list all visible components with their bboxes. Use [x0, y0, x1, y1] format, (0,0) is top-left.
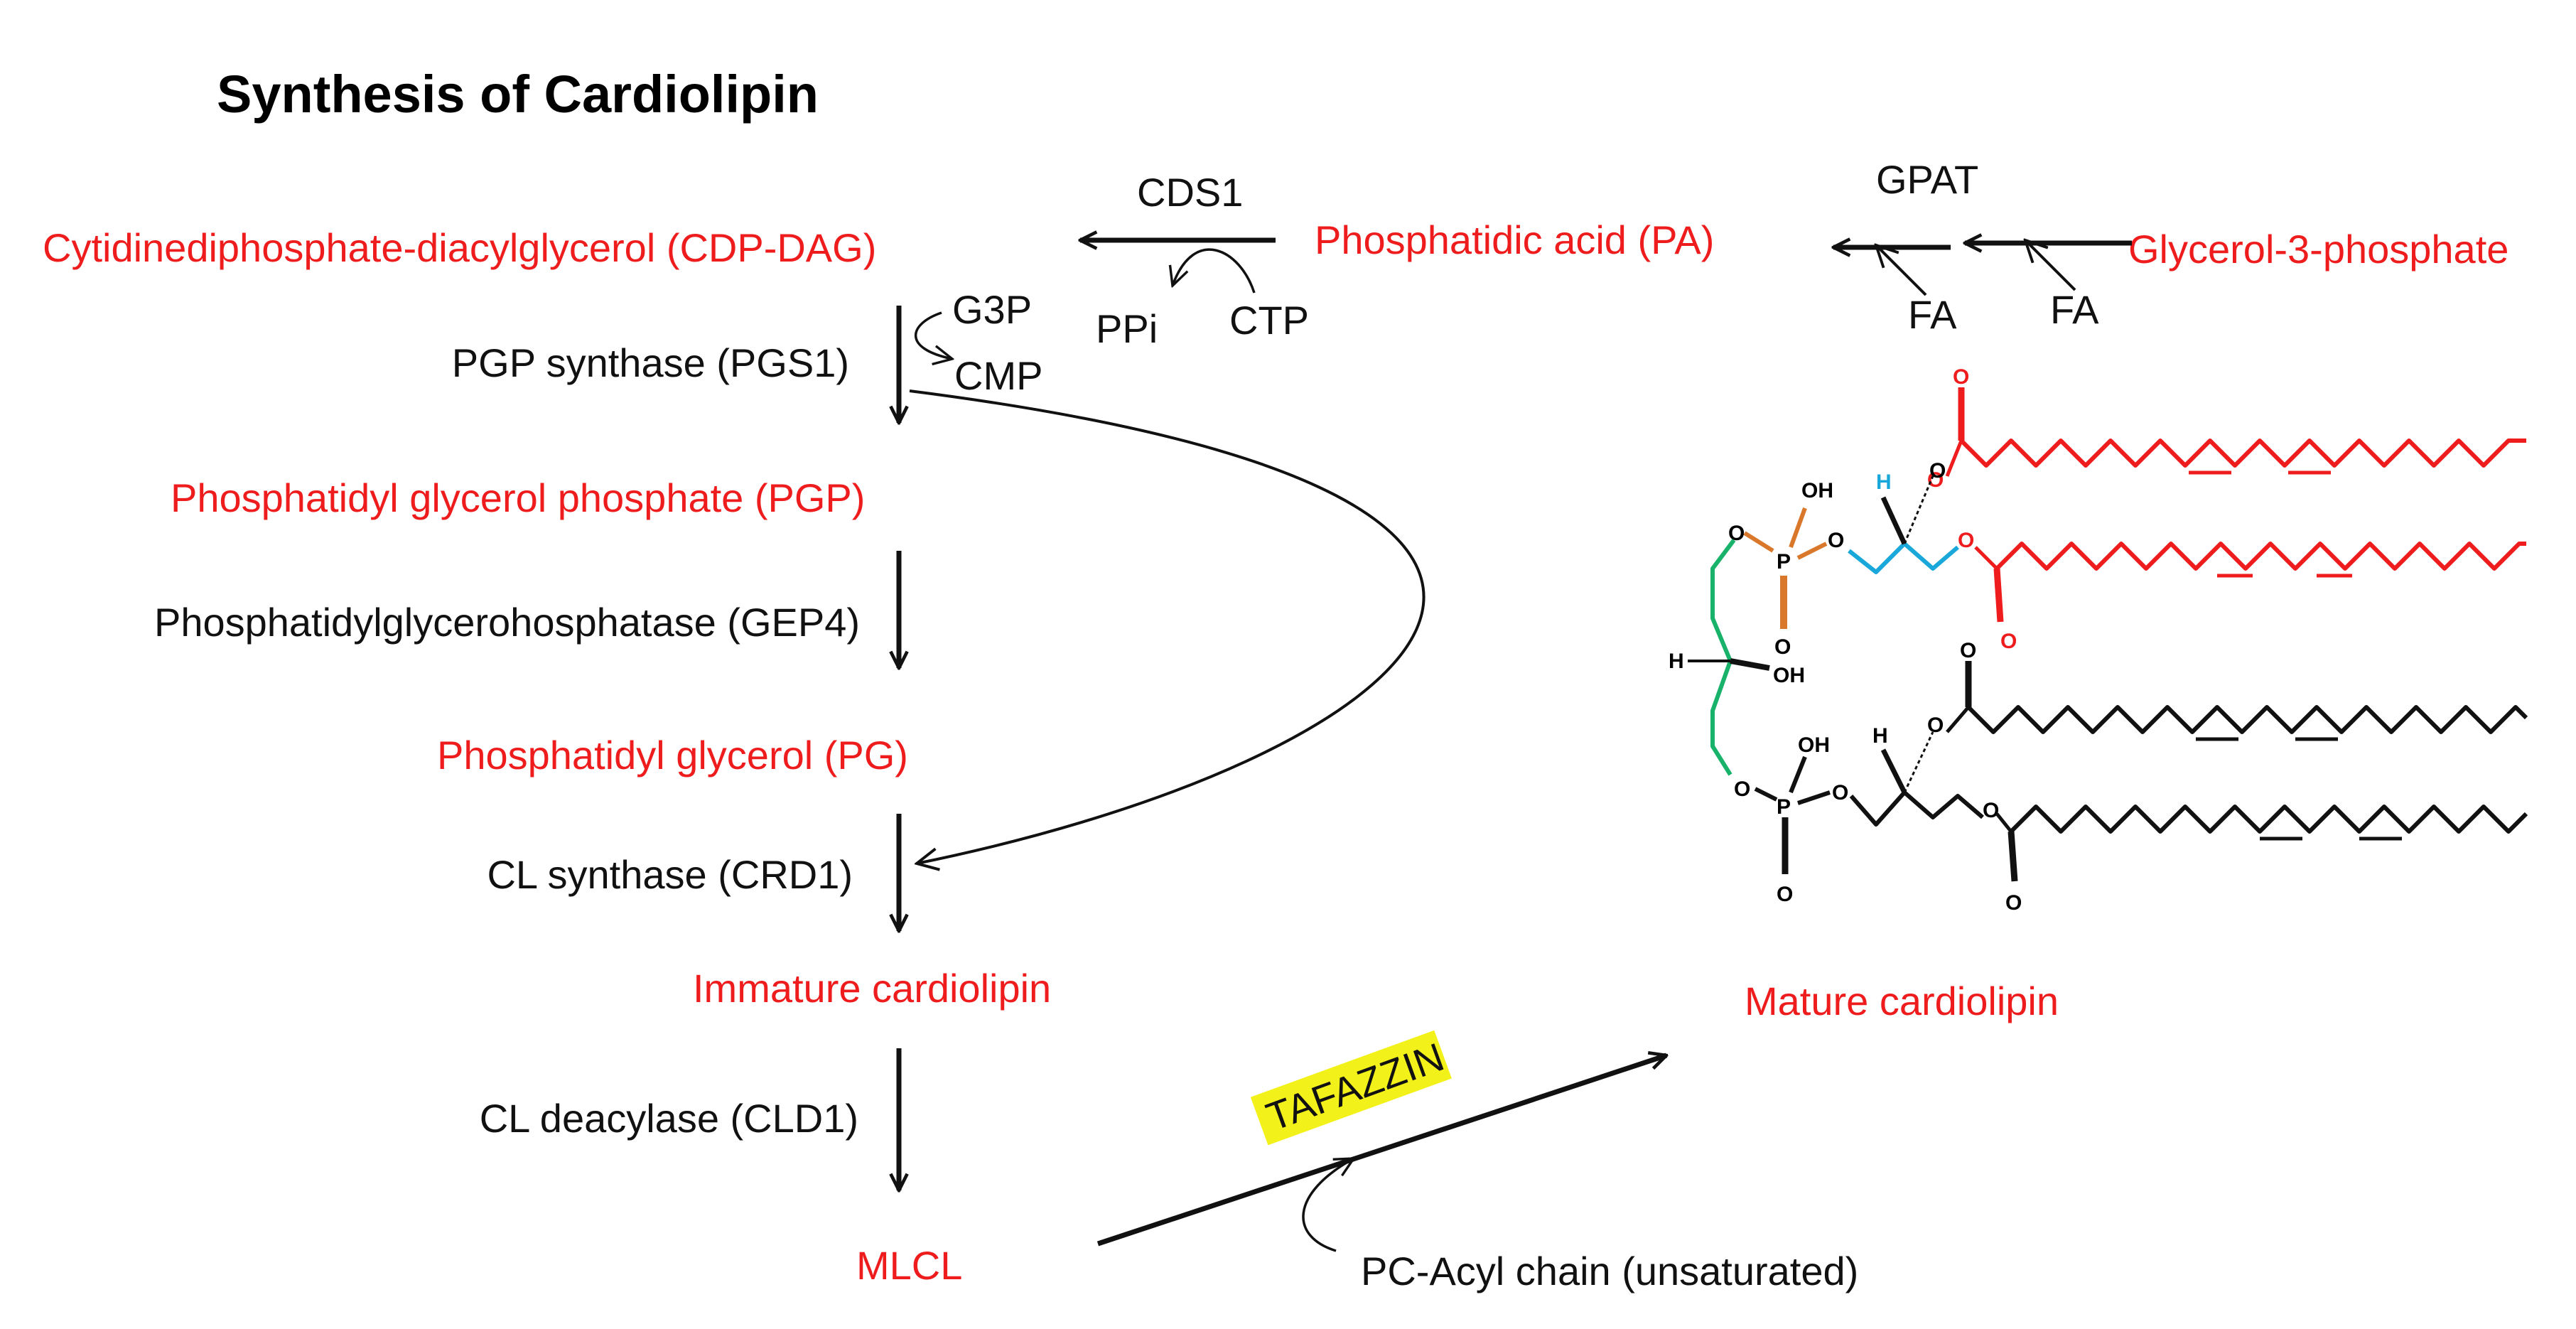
ctp-to-ppi-curve [1173, 248, 1256, 294]
cld1-label: CL deacylase (CLD1) [480, 1096, 858, 1141]
atom-o-10: O [1777, 883, 1793, 906]
tafazzin-box: TAFAZZIN [1250, 1030, 1452, 1146]
ppi-label: PPi [1096, 306, 1158, 351]
central-glycerol [1710, 539, 1736, 776]
atom-p-2: P [1777, 795, 1791, 819]
gep4-label: Phosphatidylglycerohosphatase (GEP4) [154, 600, 860, 645]
pc-acyl-curve [1302, 1158, 1354, 1252]
glycerol-backbone-2 [1849, 790, 1984, 827]
atom-oh-2: OH [1773, 664, 1805, 687]
carbonyl-2 [1993, 568, 2004, 623]
mature-cardiolipin-label: Mature cardiolipin [1745, 979, 2059, 1023]
g3p-to-cmp-curve [915, 311, 952, 359]
carbonyl-4 [2008, 831, 2018, 882]
gpat-label: GPAT [1876, 157, 1978, 202]
cdp-dag-to-crd1-curve [909, 389, 1426, 863]
atom-o-1: O [1953, 365, 1969, 389]
atom-h-1: H [1876, 470, 1892, 494]
fa-arrow-1 [1876, 245, 1927, 296]
tafazzin-arrow [1096, 1055, 1666, 1247]
cds1-label: CDS1 [1137, 170, 1243, 215]
atom-oh-1: OH [1801, 479, 1833, 502]
pgs1-label: PGP synthase (PGS1) [452, 340, 849, 385]
pgp-label: Phosphatidyl glycerol phosphate (PGP) [171, 475, 865, 520]
mlcl-label: MLCL [856, 1243, 962, 1288]
acyl-chain-2 [1995, 542, 2526, 571]
atom-h-2: H [1669, 650, 1684, 673]
crd1-label: CL synthase (CRD1) [487, 852, 853, 897]
fa-arrow-2 [2025, 240, 2076, 291]
atom-o-13: O [1983, 799, 1999, 822]
atom-o-15: O [2005, 891, 2022, 915]
cardiolipin-structure: O O O O H O O P OH O O H OH O [1669, 365, 2528, 915]
atom-o-5: O [1929, 459, 1946, 483]
ctp-label: CTP [1229, 298, 1309, 343]
atom-o-3: O [2000, 630, 2017, 653]
glycerol-backbone-1 [1848, 542, 1959, 574]
acyl-chain-1 [1959, 438, 2526, 468]
cmp-label: CMP [954, 353, 1042, 398]
atom-o-7: O [1774, 635, 1791, 659]
atom-o-6: O [1828, 529, 1844, 552]
pg-label: Phosphatidyl glycerol (PG) [437, 733, 908, 778]
immature-cardiolipin-label: Immature cardiolipin [693, 966, 1051, 1011]
atom-oh-3: OH [1798, 733, 1830, 757]
atom-o-11: O [1832, 781, 1848, 805]
atom-h-3: H [1872, 724, 1888, 748]
cdp-dag-label: Cytidinediphosphate-diacylglycerol (CDP-… [43, 225, 876, 270]
g3p-label: G3P [952, 287, 1032, 332]
acyl-chain-3 [1966, 705, 2528, 734]
acyl-chain-4 [2009, 805, 2528, 834]
atom-o-4: O [1958, 529, 1974, 552]
pc-acyl-label: PC-Acyl chain (unsaturated) [1361, 1249, 1858, 1293]
fa-label-2: FA [2050, 287, 2099, 332]
pa-label: Phosphatidic acid (PA) [1315, 217, 1714, 262]
glycerol-3-phosphate-label: Glycerol-3-phosphate [2128, 227, 2508, 271]
fa-label-1: FA [1908, 292, 1957, 337]
atom-o-2: O [1927, 468, 1944, 492]
atom-o-12: O [1927, 714, 1944, 737]
diagram-title: Synthesis of Cardiolipin [217, 65, 819, 124]
atom-p-1: P [1777, 550, 1791, 574]
atom-o-14: O [1960, 639, 1976, 662]
atom-o-9: O [1734, 778, 1750, 801]
